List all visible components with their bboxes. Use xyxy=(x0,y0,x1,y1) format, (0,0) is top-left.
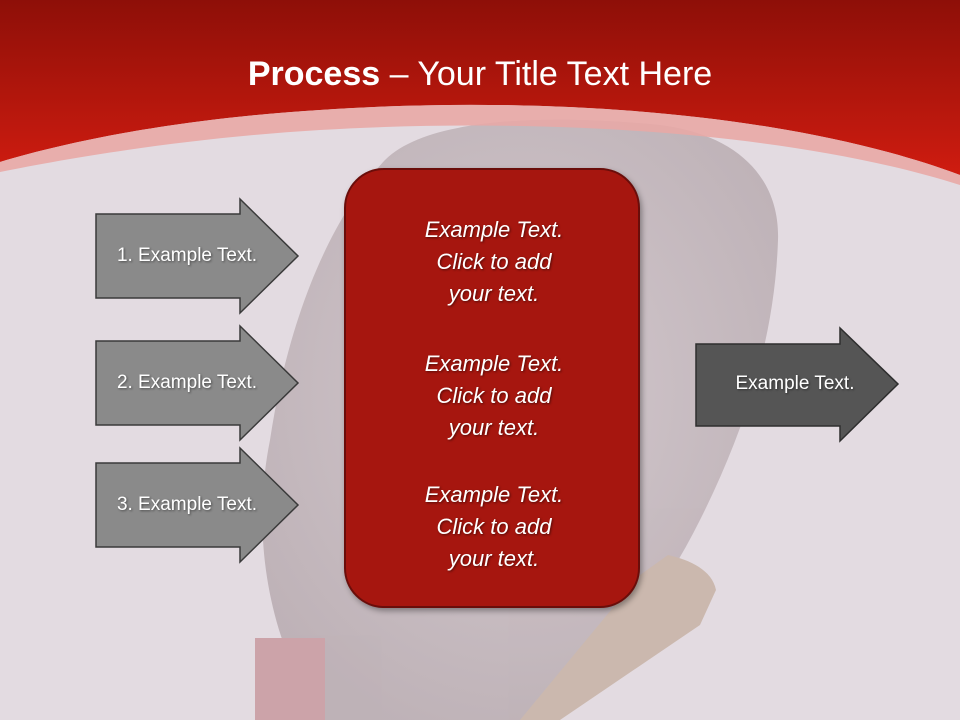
title-rest: – Your Title Text Here xyxy=(380,55,713,93)
input-arrow-1-label: 1. Example Text. xyxy=(116,245,258,266)
output-arrow-label: Example Text. xyxy=(735,373,855,394)
input-arrow-3-label: 3. Example Text. xyxy=(116,494,258,515)
center-text-block-2: Example Text. Click to add your text. xyxy=(346,348,642,444)
center-text-block-3: Example Text. Click to add your text. xyxy=(346,479,642,575)
center-text-line: Click to add xyxy=(436,514,552,539)
header-swoosh xyxy=(0,104,960,185)
center-text-line: Example Text. xyxy=(424,217,564,242)
center-text-line: Example Text. xyxy=(424,482,564,507)
input-arrow-1 xyxy=(95,197,300,315)
process-center-box: Example Text. Click to add your text. Ex… xyxy=(344,168,640,608)
center-text-line: your text. xyxy=(448,415,540,440)
input-arrow-3 xyxy=(95,446,300,564)
center-text-line: Click to add xyxy=(436,249,552,274)
center-text-line: your text. xyxy=(448,281,540,306)
center-text-line: Example Text. xyxy=(424,351,564,376)
center-text-line: your text. xyxy=(448,546,540,571)
center-text-block-1: Example Text. Click to add your text. xyxy=(346,214,642,310)
title-bold: Process xyxy=(247,55,381,93)
slide-title: Process – Your Title Text Here xyxy=(0,52,960,96)
header-band xyxy=(0,0,960,175)
center-text-line: Click to add xyxy=(436,383,552,408)
input-arrow-2-label: 2. Example Text. xyxy=(116,372,258,393)
output-arrow xyxy=(695,326,900,443)
input-arrow-2 xyxy=(95,324,300,442)
